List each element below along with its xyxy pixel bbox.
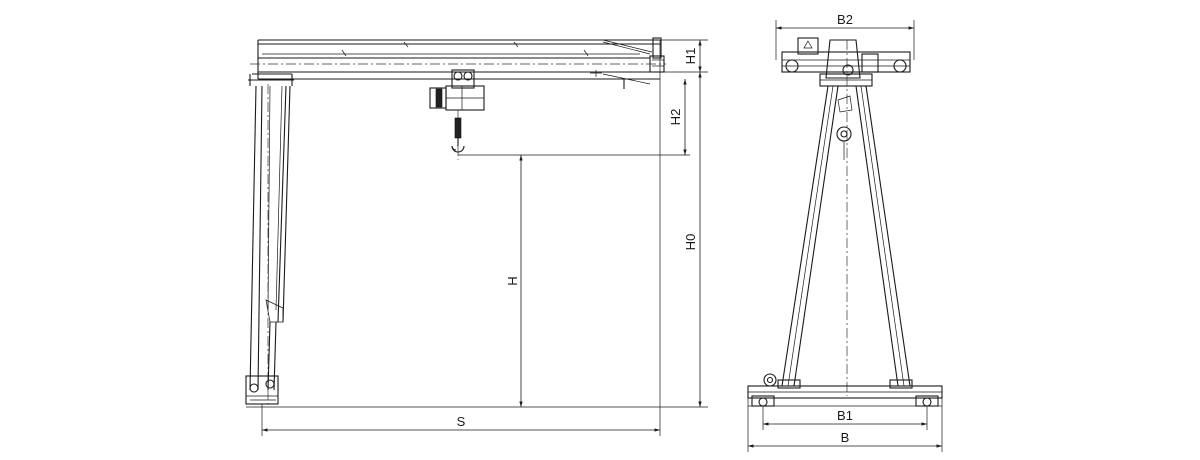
label-h0: H0 bbox=[683, 234, 698, 251]
electric-hoist bbox=[429, 69, 485, 160]
base-beam bbox=[747, 373, 943, 407]
label-b1: B1 bbox=[837, 408, 853, 423]
dimension-s: S bbox=[262, 414, 660, 432]
left-leg bbox=[245, 73, 294, 405]
dimension-h2: H2 bbox=[668, 79, 687, 155]
dimension-b1: B1 bbox=[763, 408, 927, 426]
label-s: S bbox=[457, 414, 466, 429]
label-b2: B2 bbox=[837, 12, 853, 27]
label-b: B bbox=[841, 430, 850, 445]
side-elevation-view: S H H0 H1 H2 bbox=[245, 37, 708, 436]
top-end-carriage bbox=[781, 37, 911, 87]
dimension-b2: B2 bbox=[776, 12, 914, 30]
dimension-h0: H0 bbox=[683, 72, 702, 407]
dimension-h1: H1 bbox=[683, 40, 702, 72]
dimension-h: H bbox=[505, 155, 523, 407]
main-girder bbox=[250, 37, 666, 89]
label-h2: H2 bbox=[668, 109, 683, 126]
label-h: H bbox=[505, 276, 520, 285]
label-h1: H1 bbox=[683, 48, 698, 65]
a-frame-legs bbox=[781, 40, 911, 396]
end-elevation-view: B2 B1 B bbox=[747, 12, 943, 452]
dimension-b: B bbox=[748, 430, 942, 448]
